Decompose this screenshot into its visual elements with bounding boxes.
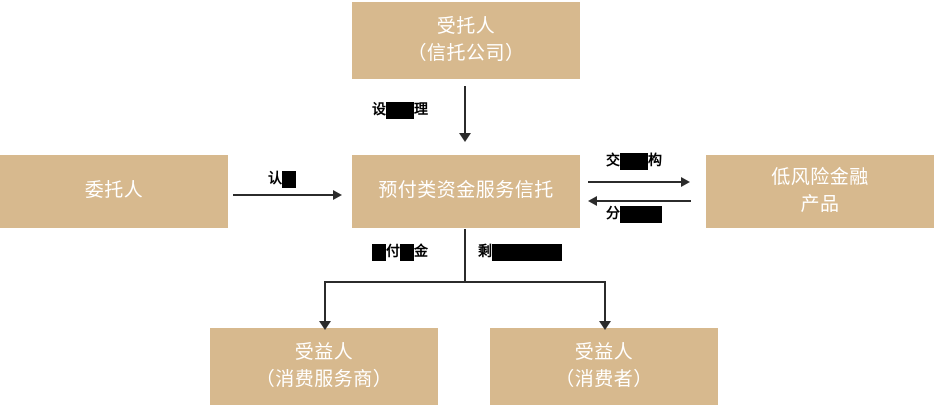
edge-label-entrust-redacted: 立管: [386, 101, 414, 119]
edge-label-transaction-structure: 交易结构: [606, 152, 662, 170]
edge-label-pay-suffix: 金: [414, 243, 428, 259]
node-trustee-line1: 受托人: [436, 15, 496, 37]
edge-label-establish-manage: 设立管理: [372, 101, 428, 119]
arrowhead-to-beneficiary-consumer: [599, 321, 611, 330]
arrowhead-trust-to-product: [681, 177, 690, 187]
edge-label-entrust-suffix: 理: [414, 101, 428, 117]
node-trustee-line2: （信托公司）: [407, 42, 525, 64]
node-product-line2: 产品: [800, 193, 840, 215]
edge-label-residual-funds: 剩余资金返还: [478, 243, 562, 261]
arrowhead-settlor-to-trust: [333, 190, 342, 200]
node-bene-service-line1: 受益人: [294, 341, 354, 363]
edge-label-distrib-redacted: 配收益: [620, 205, 662, 223]
connector-product-to-trust: [597, 200, 691, 202]
connector-to-beneficiary-service: [324, 281, 326, 324]
edge-label-pay-funds: 支付资金: [372, 243, 428, 261]
node-prepaid-fund-service-trust[interactable]: 预付类资金服务信托: [352, 155, 580, 228]
node-settlor[interactable]: 委托人: [0, 155, 228, 228]
connector-settlor-to-trust: [233, 194, 334, 196]
connector-trustee-to-trust: [464, 86, 466, 135]
arrowhead-trustee-to-trust: [459, 133, 471, 142]
node-trustee[interactable]: 受托人 （信托公司）: [352, 2, 580, 79]
connector-trust-stem: [464, 229, 466, 282]
node-product-line1: 低风险金融: [771, 166, 869, 188]
edge-label-entrust-prefix: 设: [372, 101, 386, 117]
node-bene-consumer-line1: 受益人: [574, 341, 634, 363]
edge-label-distribute-income: 分配收益: [606, 205, 662, 223]
connector-to-beneficiary-consumer: [604, 281, 606, 324]
node-beneficiary-consumer[interactable]: 受益人 （消费者）: [490, 328, 718, 405]
node-settlor-line1: 委托人: [84, 180, 144, 202]
edge-label-pay-redacted-2: 资: [400, 243, 414, 261]
edge-label-invest-suffix: 构: [648, 152, 662, 168]
node-beneficiary-service-provider[interactable]: 受益人 （消费服务商）: [210, 328, 438, 405]
edge-label-invest-prefix: 交: [606, 152, 620, 168]
edge-label-distrib-prefix: 分: [606, 205, 620, 221]
edge-label-invest-redacted: 易结: [620, 152, 648, 170]
node-bene-consumer-line2: （消费者）: [555, 368, 653, 390]
connector-beneficiary-bus: [324, 281, 605, 283]
arrowhead-to-beneficiary-service: [319, 321, 331, 330]
edge-label-subscribe-prefix: 认: [268, 170, 282, 186]
edge-label-subscribe: 认购: [268, 170, 296, 188]
edge-label-residual-redacted: 余资金返还: [492, 243, 562, 261]
connector-trust-to-product: [588, 181, 682, 183]
edge-label-residual-prefix: 剩: [478, 243, 492, 259]
node-low-risk-financial-product[interactable]: 低风险金融 产品: [706, 155, 934, 228]
node-bene-service-line2: （消费服务商）: [255, 368, 393, 390]
edge-label-pay-redacted-1: 支: [372, 243, 386, 261]
edge-label-pay-middle: 付: [386, 243, 400, 259]
node-trust-line1: 预付类资金服务信托: [378, 180, 554, 202]
edge-label-subscribe-redacted: 购: [282, 170, 296, 188]
arrowhead-product-to-trust: [588, 196, 597, 206]
